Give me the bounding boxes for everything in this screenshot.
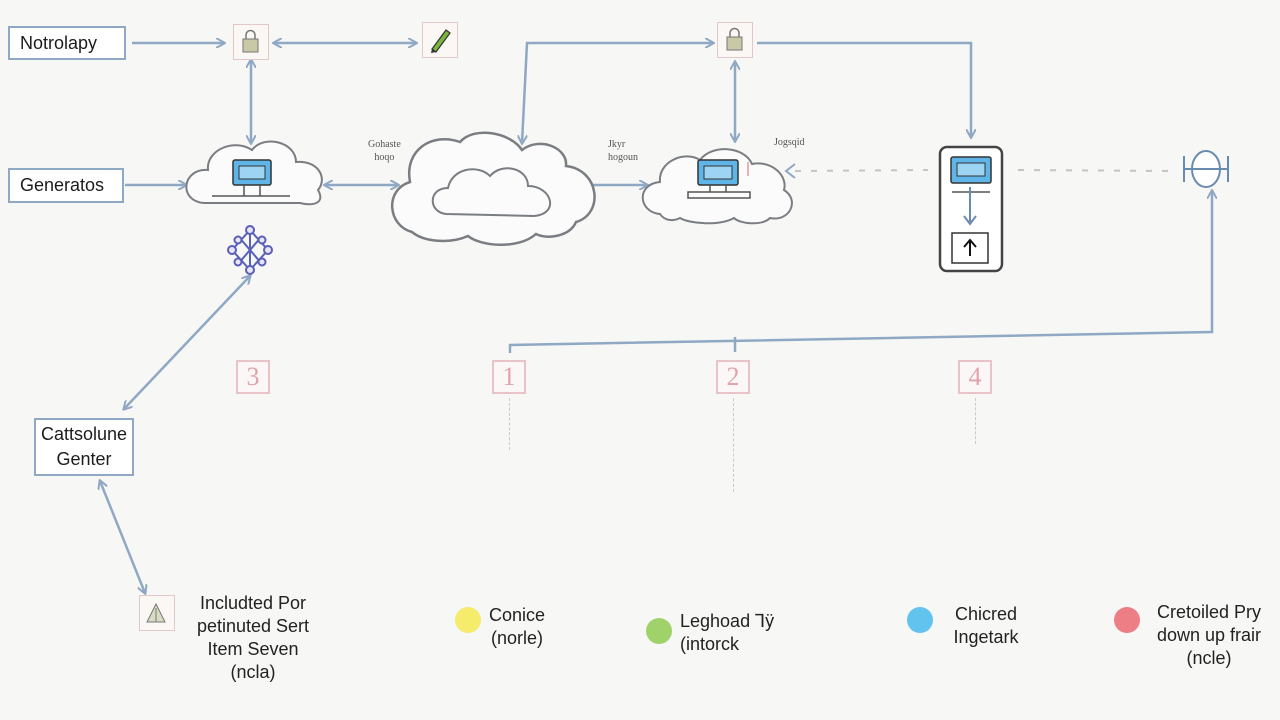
step-3: 3 <box>236 360 270 394</box>
legend-dot-yellow <box>455 607 481 633</box>
cloud-left-label: Gohaste hoqo <box>368 138 401 164</box>
console-label-line1: Cattsolune <box>40 424 128 444</box>
connector-console-to-legend <box>100 481 145 593</box>
legend-dot-blue <box>907 607 933 633</box>
dashed-link-arrowhead <box>784 163 796 179</box>
legend-text-blue: Chicred Ingetark <box>946 603 1026 649</box>
step-2-dashline <box>733 398 735 492</box>
cloud-right-label: Jogsqid <box>774 137 805 148</box>
step-2: 2 <box>716 360 750 394</box>
legend-green-line1: Leghoad Ꞁÿ <box>680 611 775 631</box>
server-right-icon <box>687 159 751 199</box>
lock-icon-2[interactable] <box>717 22 753 58</box>
server-left-icon <box>212 159 290 197</box>
cloud-middle-label-line2: hogoun <box>608 152 638 163</box>
cloud-middle-label-line1: Jkyr <box>608 139 626 150</box>
connector-top-right <box>757 41 971 137</box>
lock-icon[interactable] <box>233 24 269 60</box>
legend-text-red: Cretoiled Pry down up frair (ncle) <box>1148 601 1270 670</box>
cloud-center-icon <box>391 131 596 246</box>
legend-text-green: Leghoad Ꞁÿ (intorck <box>680 610 786 656</box>
step-1: 1 <box>492 360 526 394</box>
step-4-dashline <box>975 398 977 444</box>
cloud-middle-label: Jkyr hogoun <box>608 138 638 164</box>
pen-icon[interactable] <box>422 22 458 58</box>
cloud-right-icon <box>641 148 793 225</box>
cloud-left-label-line1: Gohaste <box>368 139 401 150</box>
sensor-icon <box>1183 150 1229 188</box>
cloud-center-inner-icon <box>431 167 552 218</box>
generators-label: Generatos <box>20 175 105 195</box>
legend-text-yellow: Conice (norle) <box>484 604 550 650</box>
dashed-link-device-to-cloud <box>794 169 929 172</box>
notrolapy-box[interactable]: Notrolapy <box>8 26 126 60</box>
legend-included-line4: (ncla) <box>230 662 276 682</box>
legend-included-text: Includted Por petinuted Sert Item Seven … <box>186 592 320 684</box>
legend-dot-red <box>1114 607 1140 633</box>
connector-hub-to-console <box>124 276 250 409</box>
console-center-box[interactable]: Cattsolune Genter <box>34 418 134 476</box>
connector-bottom-loop <box>508 191 1212 353</box>
legend-red-line1: Cretoiled Pry <box>1156 602 1262 622</box>
legend-blue-line1: Chicred <box>954 604 1018 624</box>
console-label-line2: Genter <box>56 449 112 469</box>
legend-included-line2: petinuted Sert <box>196 616 310 636</box>
legend-dot-green <box>646 618 672 644</box>
network-hub-icon <box>227 225 273 275</box>
dashed-link-sensor-to-device <box>1017 169 1173 172</box>
legend-yellow-line2: (norle) <box>490 628 543 648</box>
mobile-device-icon <box>938 145 1004 273</box>
legend-blue-line2: Ingetark <box>953 627 1019 647</box>
legend-included-line3: Item Seven <box>207 639 299 659</box>
generators-box[interactable]: Generatos <box>8 168 124 203</box>
included-item-icon <box>139 595 175 631</box>
legend-included-line1: Includted Por <box>199 593 307 613</box>
legend-red-line2: down up frair <box>1156 625 1262 645</box>
step-1-dashline <box>509 398 511 450</box>
connector-top-loop <box>522 43 713 143</box>
cloud-left-label-line2: hoqo <box>374 152 395 163</box>
legend-green-line2: (intorck <box>680 634 740 654</box>
legend-yellow-line1: Conice <box>488 605 546 625</box>
step-4: 4 <box>958 360 992 394</box>
notrolapy-label: Notrolapy <box>20 32 98 53</box>
legend-red-line3: (ncle) <box>1186 648 1232 668</box>
